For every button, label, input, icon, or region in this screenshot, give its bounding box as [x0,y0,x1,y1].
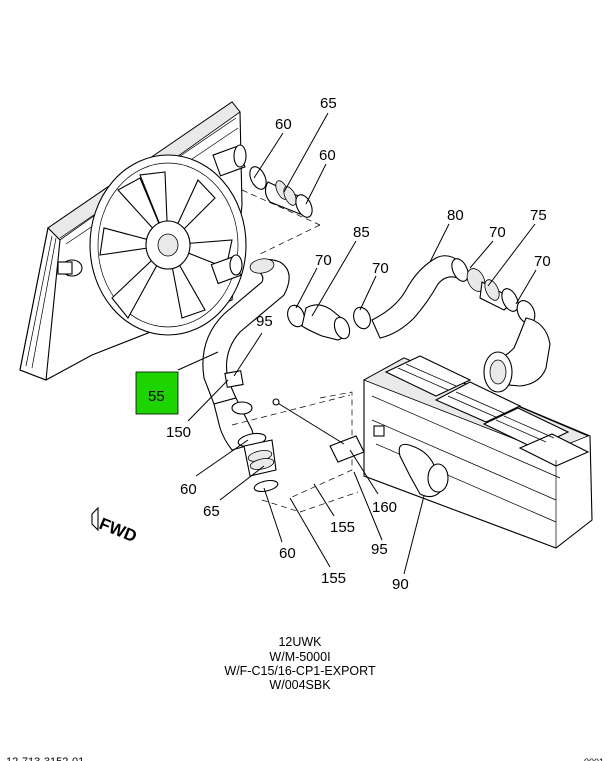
callout-85: 85 [353,224,370,241]
callout-65: 65 [320,95,337,112]
callout-150: 150 [166,424,191,441]
callout-95: 95 [256,313,273,330]
callout-55: 55 [148,388,165,405]
engine-block [272,355,593,549]
callout-80: 80 [447,207,464,224]
callout-60: 60 [279,545,296,562]
footer-page-code: 0001 [584,757,604,761]
callout-75: 75 [530,207,547,224]
caption-line-3: W/F-C15/16-CP1-EXPORT [224,664,376,678]
lower-clamp-group [231,394,359,513]
callout-60: 60 [319,147,336,164]
callout-labels: 60 65 60 85 80 75 70 70 70 70 95 55 150 … [148,95,551,593]
highlight-box-55 [135,371,179,415]
radiator-assembly [19,101,247,381]
upper-hose-group [241,166,321,256]
valve-cover-ribs [397,363,555,443]
callout-160: 160 [372,499,397,516]
callout-155: 155 [321,570,346,587]
callout-60: 60 [180,481,197,498]
callout-70: 70 [372,260,389,277]
fwd-label: FWD [97,514,140,546]
caption: 12UWK W/M-5000I W/F-C15/16-CP1-EXPORT W/… [224,635,376,692]
callout-95: 95 [371,541,388,558]
callout-70: 70 [489,224,506,241]
callout-70: 70 [315,252,332,269]
callout-155: 155 [330,519,355,536]
caption-line-4: W/004SBK [269,678,331,692]
pipe-85 [287,304,371,341]
footer-drawing-number: 12-713-3152-01 [6,756,84,761]
pipe-80 [371,255,551,393]
caption-line-2: W/M-5000I [269,650,330,664]
callout-65: 65 [203,503,220,520]
leader-lines [177,112,537,575]
caption-line-1: 12UWK [278,635,322,649]
callout-70: 70 [534,253,551,270]
fwd-indicator: FWD [91,506,140,546]
callout-90: 90 [392,576,409,593]
callout-60: 60 [275,116,292,133]
